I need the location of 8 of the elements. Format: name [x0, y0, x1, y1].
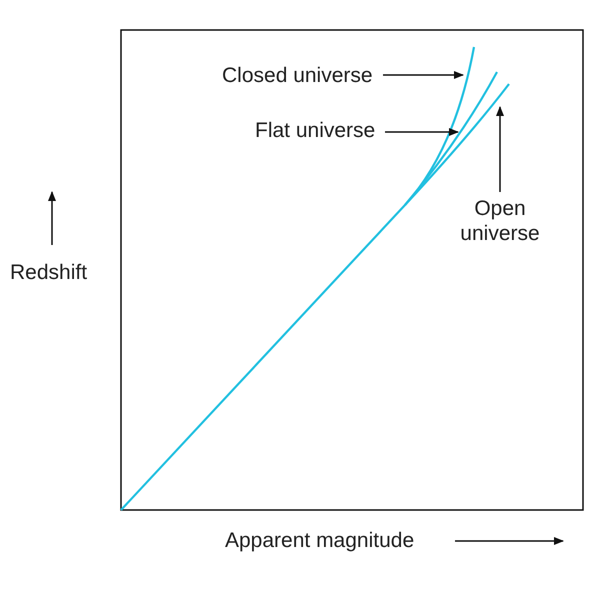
axis-title: Redshift	[10, 260, 88, 285]
curve-label: Closed universe	[222, 63, 373, 88]
leader-arrow	[496, 106, 504, 192]
leader-arrow	[383, 71, 464, 79]
curve-label: Open universe	[450, 196, 550, 246]
curve-label: Flat universe	[255, 118, 376, 143]
axis-title: Apparent magnitude	[225, 528, 414, 553]
leader-arrow	[385, 128, 459, 136]
